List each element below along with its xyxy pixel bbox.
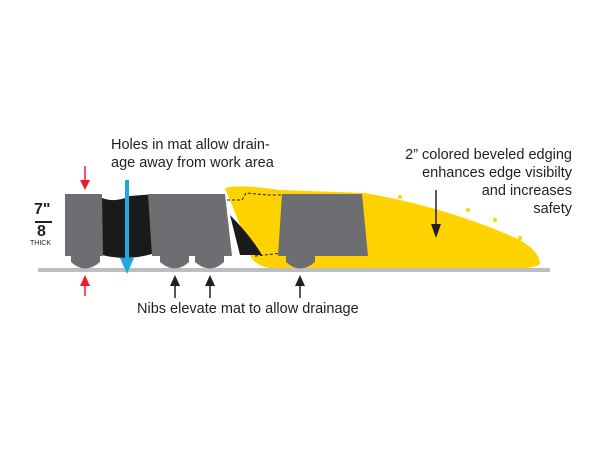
edging-line-1: 2” colored beveled edging <box>405 147 572 163</box>
mat-block <box>65 194 103 256</box>
thickness-numerator: 7" <box>34 201 51 218</box>
mat-block <box>148 194 232 256</box>
mat-block <box>278 194 368 256</box>
nib <box>195 255 224 269</box>
nib <box>160 255 189 269</box>
nib <box>71 255 100 269</box>
thickness-unit: THICK <box>30 240 51 247</box>
thickness-denominator: 8 <box>37 223 46 240</box>
nibs-callout: Nibs elevate mat to allow drainage <box>137 301 359 317</box>
dashed-outline-2 <box>254 252 283 257</box>
holes-line-1: Holes in mat allow drain- <box>111 137 270 153</box>
edging-line-2: enhances edge visibilty <box>422 165 572 181</box>
edging-callout: 2” colored beveled edging enhances edge … <box>405 146 572 218</box>
thickness-arrow-top-head <box>80 180 90 190</box>
drain-hole <box>102 194 158 258</box>
dashed-outline <box>227 192 283 201</box>
drain-hole-2 <box>230 215 262 255</box>
thickness-arrow-bottom-head <box>80 275 90 286</box>
edging-line-3: and increases <box>481 183 572 199</box>
drain-arrow-head <box>120 258 134 274</box>
floor-line <box>38 268 550 272</box>
holes-callout: Holes in mat allow drain- age away from … <box>111 136 274 172</box>
holes-line-2: age away from work area <box>111 155 274 171</box>
nib <box>286 255 315 269</box>
edging-line-4: safety <box>533 201 572 217</box>
